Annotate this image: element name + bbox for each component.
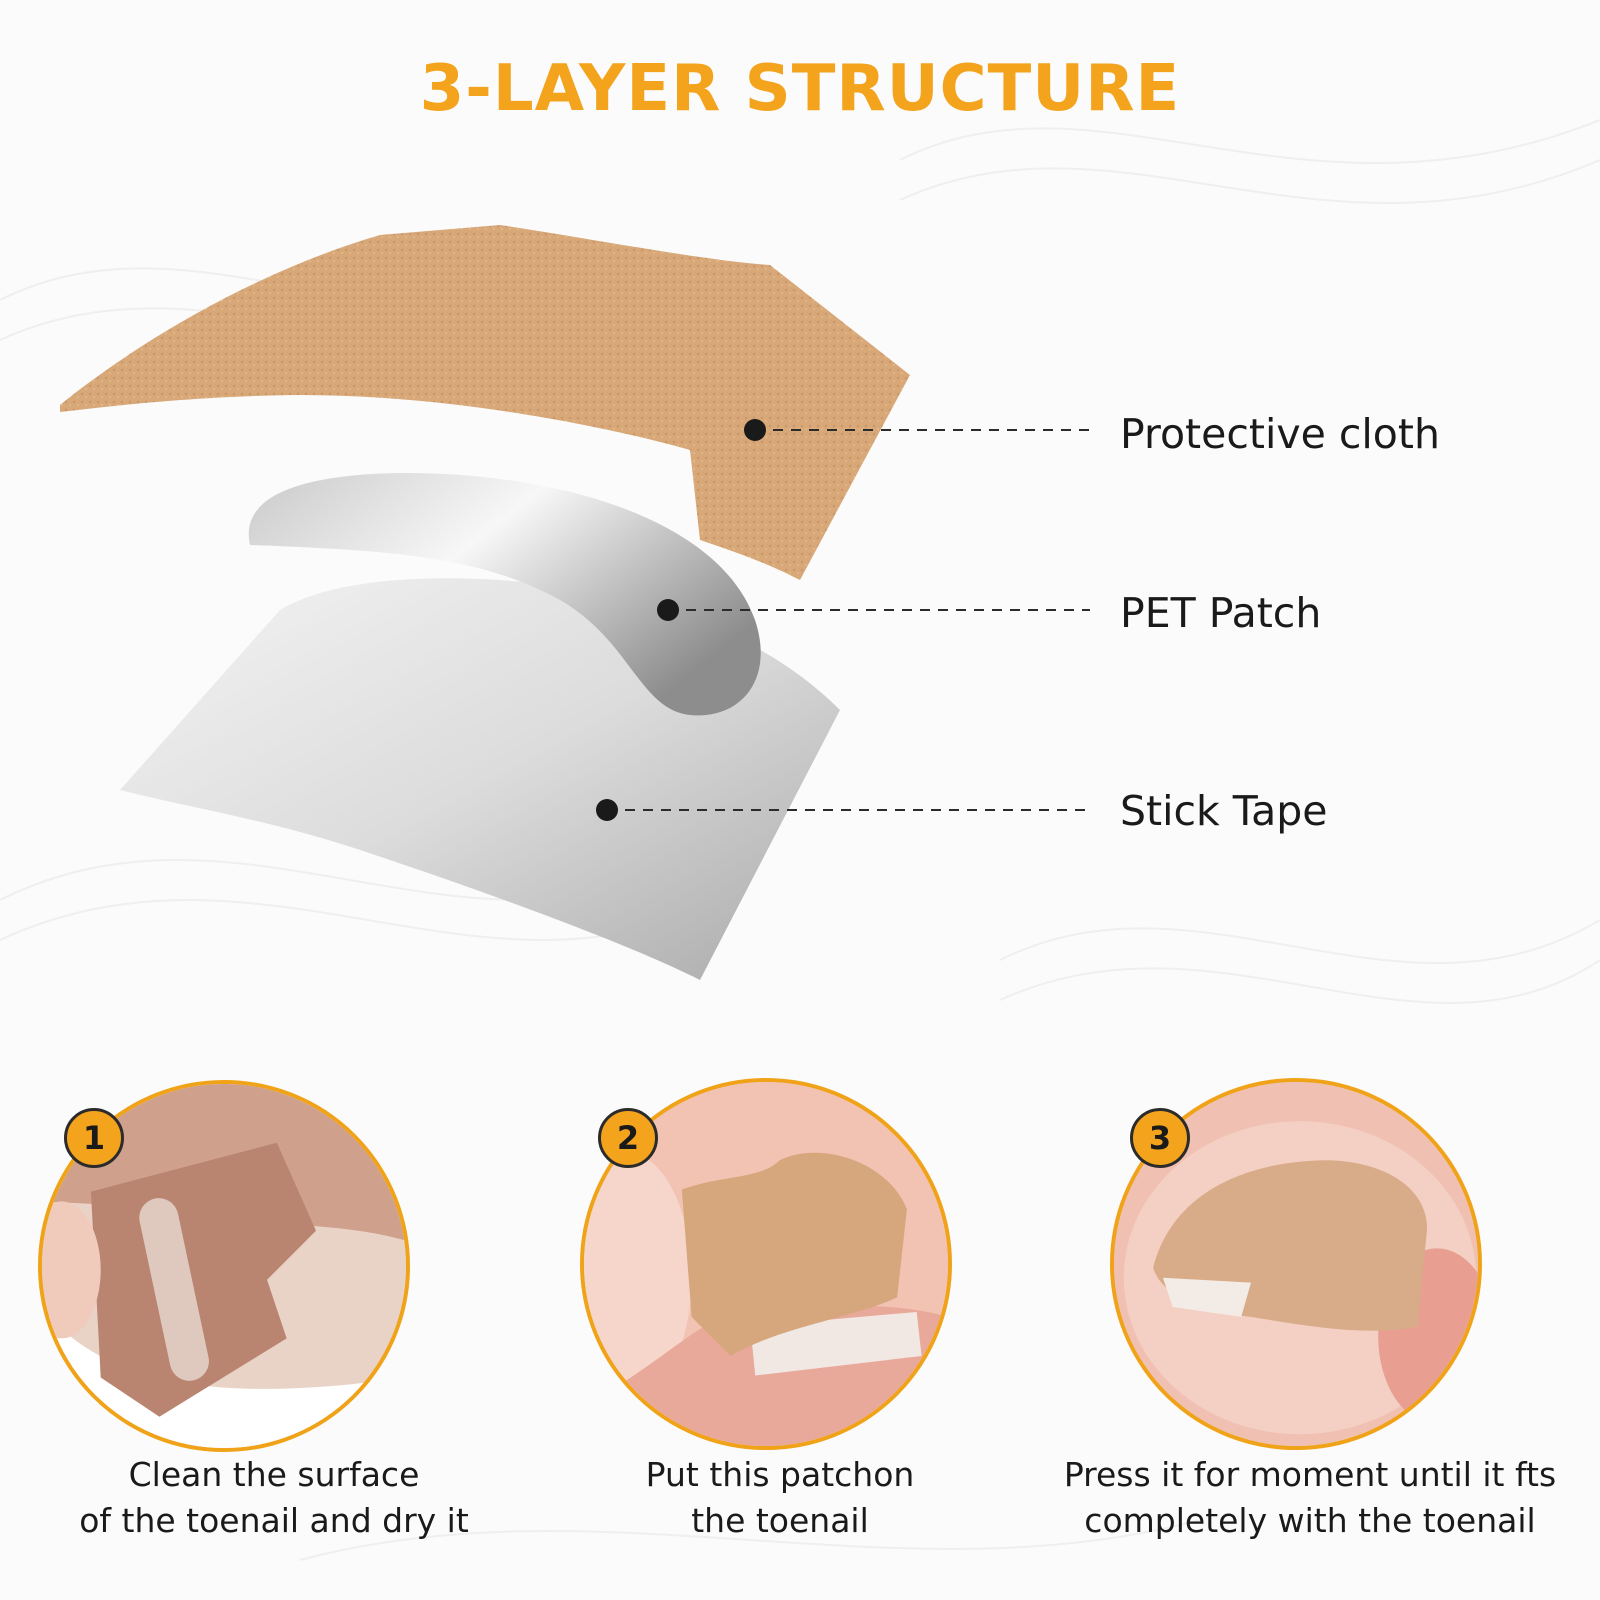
protective-cloth-layer [60,225,910,580]
page-title: 3-LAYER STRUCTURE [419,52,1181,126]
step-1-caption: Clean the surface of the toenail and dry… [0,1452,554,1544]
step-1-badge: 1 [64,1108,124,1168]
step-1-caption-line1: Clean the surface [128,1455,420,1494]
label-protective-cloth: Protective cloth [1120,410,1440,458]
step-2-caption-line1: Put this patchon [645,1455,915,1494]
step-2-badge: 2 [598,1108,658,1168]
pet-leader-dot [657,599,679,621]
label-stick-tape: Stick Tape [1120,787,1328,835]
label-pet-patch: PET Patch [1120,589,1322,637]
tape-leader-dot [596,799,618,821]
step-1-caption-line2: of the toenail and dry it [79,1501,469,1540]
step-3-caption-line1: Press it for moment until it fts [1063,1455,1557,1494]
step-2-caption-line2: the toenail [691,1501,869,1540]
step-2-caption: Put this patchon the toenail [500,1452,1060,1544]
step-3-photo [1110,1078,1482,1450]
layer-illustration [60,225,1090,980]
pet-patch-layer [248,472,761,716]
cloth-leader-dot [744,419,766,441]
step-3-badge: 3 [1130,1108,1190,1168]
step-3-caption: Press it for moment until it fts complet… [1030,1452,1590,1544]
step-3-caption-line2: completely with the toenail [1084,1501,1536,1540]
step-1-photo [38,1080,410,1452]
